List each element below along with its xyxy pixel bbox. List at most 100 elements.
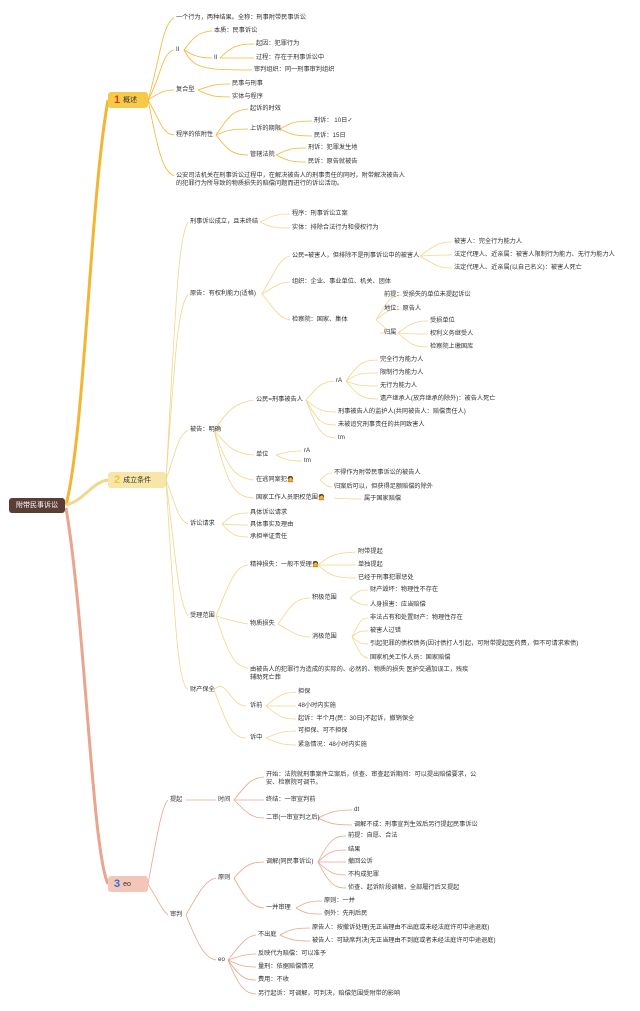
node[interactable]: 担保 (298, 688, 311, 695)
node[interactable]: 诉前 (250, 702, 263, 709)
node[interactable]: 实体：排除合法行为和侵权行为 (292, 224, 379, 231)
node[interactable]: 归属 (384, 329, 397, 336)
node[interactable]: 审判组织：同一刑事审判组织 (254, 66, 335, 73)
node[interactable]: 程序：刑事诉讼立案 (292, 210, 348, 217)
node[interactable]: 前提：自愿、合法 (348, 832, 398, 839)
node[interactable]: 单独提起 (358, 561, 383, 568)
node[interactable]: 复合型 (176, 86, 195, 93)
node[interactable]: 归案后可以，但获得足额赔偿的除外 (334, 483, 433, 490)
node[interactable]: 财产保全 (190, 686, 215, 693)
node[interactable]: 地位：原告人 (384, 305, 422, 312)
node[interactable]: rA (304, 447, 311, 454)
node[interactable]: 原告：有权利能力(适格) (190, 290, 256, 297)
node[interactable]: 法定代理人、近亲属：被害人限制行为能力、无行为能力人 (454, 251, 615, 258)
node[interactable]: 刑事被告人的监护人(共同被告人：赔偿责任人) (338, 408, 466, 415)
node[interactable]: 撤回公诉 (348, 858, 373, 865)
node[interactable]: 二审(一审宣判之后) (266, 814, 320, 821)
node[interactable]: 刑事诉讼成立，且未终结 (190, 218, 259, 225)
node[interactable]: 另行起诉：可调解，可判决，赔偿范围受附带的影响 (258, 990, 401, 997)
node[interactable]: 由被告人的犯罪行为造成的实际的、必然的、物质的损失 医护交通加误工，残疾辅助死亡… (250, 666, 469, 681)
node[interactable]: 精神损失：一般不受理🙍 (250, 561, 320, 568)
node[interactable]: 费用：不收 (258, 976, 289, 983)
node[interactable]: 受损单位 (430, 317, 455, 324)
node[interactable]: 程序的依附性 (176, 131, 214, 138)
node[interactable]: 调解(同民事诉讼) (266, 858, 314, 865)
node[interactable]: 侦查、起诉阶段调解，全部履行后又提起 (348, 884, 460, 891)
node[interactable]: 国家机关工作人员：国家赔偿 (370, 654, 451, 661)
node[interactable]: 附带提起 (358, 548, 383, 555)
node[interactable]: 本质：民事诉讼 (214, 27, 258, 34)
node[interactable]: 管辖法院 (250, 151, 275, 158)
node[interactable]: 时间 (218, 796, 231, 803)
node[interactable]: 上诉的期限 (250, 125, 281, 132)
node[interactable]: 不出庭 (258, 931, 277, 938)
node[interactable]: 被告人：可缺席判决(无正当理由不到庭或者未经法庭许可中途退庭) (312, 937, 496, 944)
node[interactable]: 审判 (170, 911, 183, 918)
node[interactable]: 提起 (170, 796, 183, 803)
node[interactable]: 民诉：15日 (314, 132, 346, 139)
node[interactable]: tm (304, 457, 311, 464)
node[interactable]: 一并审理 (266, 904, 291, 911)
node[interactable]: 完全行为能力人 (380, 356, 424, 363)
node[interactable]: 被害人：完全行为能力人 (454, 238, 523, 245)
node[interactable]: 限制行为能力人 (380, 369, 424, 376)
node[interactable]: 不构成犯罪 (348, 871, 379, 878)
node[interactable]: 前提：受损失的单位未提起诉讼 (384, 291, 471, 298)
node[interactable]: 已经于刑事犯罪惩处 (358, 574, 414, 581)
node[interactable]: 民诉：原告就被告 (308, 158, 358, 165)
node[interactable]: 单位 (256, 451, 269, 458)
node[interactable]: eo (218, 956, 225, 963)
node[interactable]: 公民=刑事被告人 (256, 396, 303, 403)
node[interactable]: 消极范围 (312, 633, 337, 640)
node[interactable]: 起因：犯罪行为 (256, 40, 300, 47)
node[interactable]: 在逃同案犯🙍 (256, 476, 295, 483)
node[interactable]: 物质损失 (250, 620, 275, 627)
node[interactable]: 民事与刑事 (232, 80, 263, 87)
node[interactable]: 诉中 (250, 734, 263, 741)
node[interactable]: 承担举证责任 (250, 533, 288, 540)
node[interactable]: 人身损害：应当赔偿 (370, 601, 426, 608)
node[interactable]: 量刑：依据赔偿情况 (258, 963, 314, 970)
node[interactable]: 被害人过错 (370, 627, 401, 634)
node[interactable]: 具体事实及理由 (250, 521, 294, 528)
node[interactable]: 终结：一审宣判前 (266, 796, 316, 803)
node[interactable]: 无行为能力人 (380, 382, 418, 389)
node[interactable]: 刑诉： 10日✓ (314, 117, 353, 124)
root-node[interactable]: 附带民事诉讼 (9, 498, 65, 513)
node[interactable]: 受理范围 (190, 612, 215, 619)
node[interactable]: II (176, 46, 180, 53)
node[interactable]: 检察院上缴国库 (430, 343, 474, 350)
node[interactable]: tm (338, 434, 345, 441)
node[interactable]: 国家工作人员职权范围🙍 (256, 494, 326, 501)
node[interactable]: 原则 (218, 874, 231, 881)
node[interactable]: 一个行为，两种结果。全称：刑事附带民事诉讼 (176, 14, 306, 21)
node[interactable]: 未被追究刑事责任的共同致害人 (338, 421, 425, 428)
definition-text[interactable]: 公安司法机关在刑事诉讼过程中，在解决被告人的刑事责任的同时，附带解决被告人的犯罪… (176, 172, 405, 187)
node[interactable]: 诉讼请求 (190, 520, 215, 527)
node[interactable]: 不得作为附带民事诉讼的被告人 (334, 469, 421, 476)
node[interactable]: 调解不成：刑事宣判生效后另行提起民事诉讼 (354, 821, 478, 828)
node[interactable]: 非法占有和处置财产：物理性存在 (370, 614, 463, 621)
node[interactable]: 结果 (348, 846, 361, 853)
node[interactable]: 可担保、可不担保 (298, 727, 348, 734)
node[interactable]: 反映代为赔偿：可以准予 (258, 950, 327, 957)
node[interactable]: 属于国家赔偿 (364, 495, 402, 502)
node[interactable]: 实体与程序 (232, 93, 263, 100)
node[interactable]: 遗产继承人(放弃继承的除外)：被告人死亡 (380, 395, 496, 402)
node[interactable]: 刑诉：犯罪发生地 (308, 144, 358, 151)
node[interactable]: rA (336, 377, 343, 384)
node[interactable]: 财产毁坏：物理性不存在 (370, 586, 439, 593)
node[interactable]: II (214, 54, 218, 61)
node[interactable]: 公民=被害人，但排除不是刑事诉讼中的被害人 (292, 252, 420, 259)
node[interactable]: 组织：企业、事业单位、机关、团体 (292, 278, 391, 285)
node[interactable]: 积极范围 (312, 594, 337, 601)
node[interactable]: 具体诉讼请求 (250, 509, 288, 516)
node[interactable]: 引起犯罪的债权债务(因讨债打人引起，可附带提起医药费，但不可请求索债) (370, 640, 579, 647)
node[interactable]: 被告：明确 (190, 426, 221, 433)
node[interactable]: 法定代理人、近亲属(以自己名义)：被害人死亡 (454, 264, 582, 271)
node[interactable]: 紧急情况：48小时内实施 (298, 741, 367, 748)
node[interactable]: 过程：存在于刑事诉讼中 (256, 54, 325, 61)
node[interactable]: dt (354, 806, 360, 813)
